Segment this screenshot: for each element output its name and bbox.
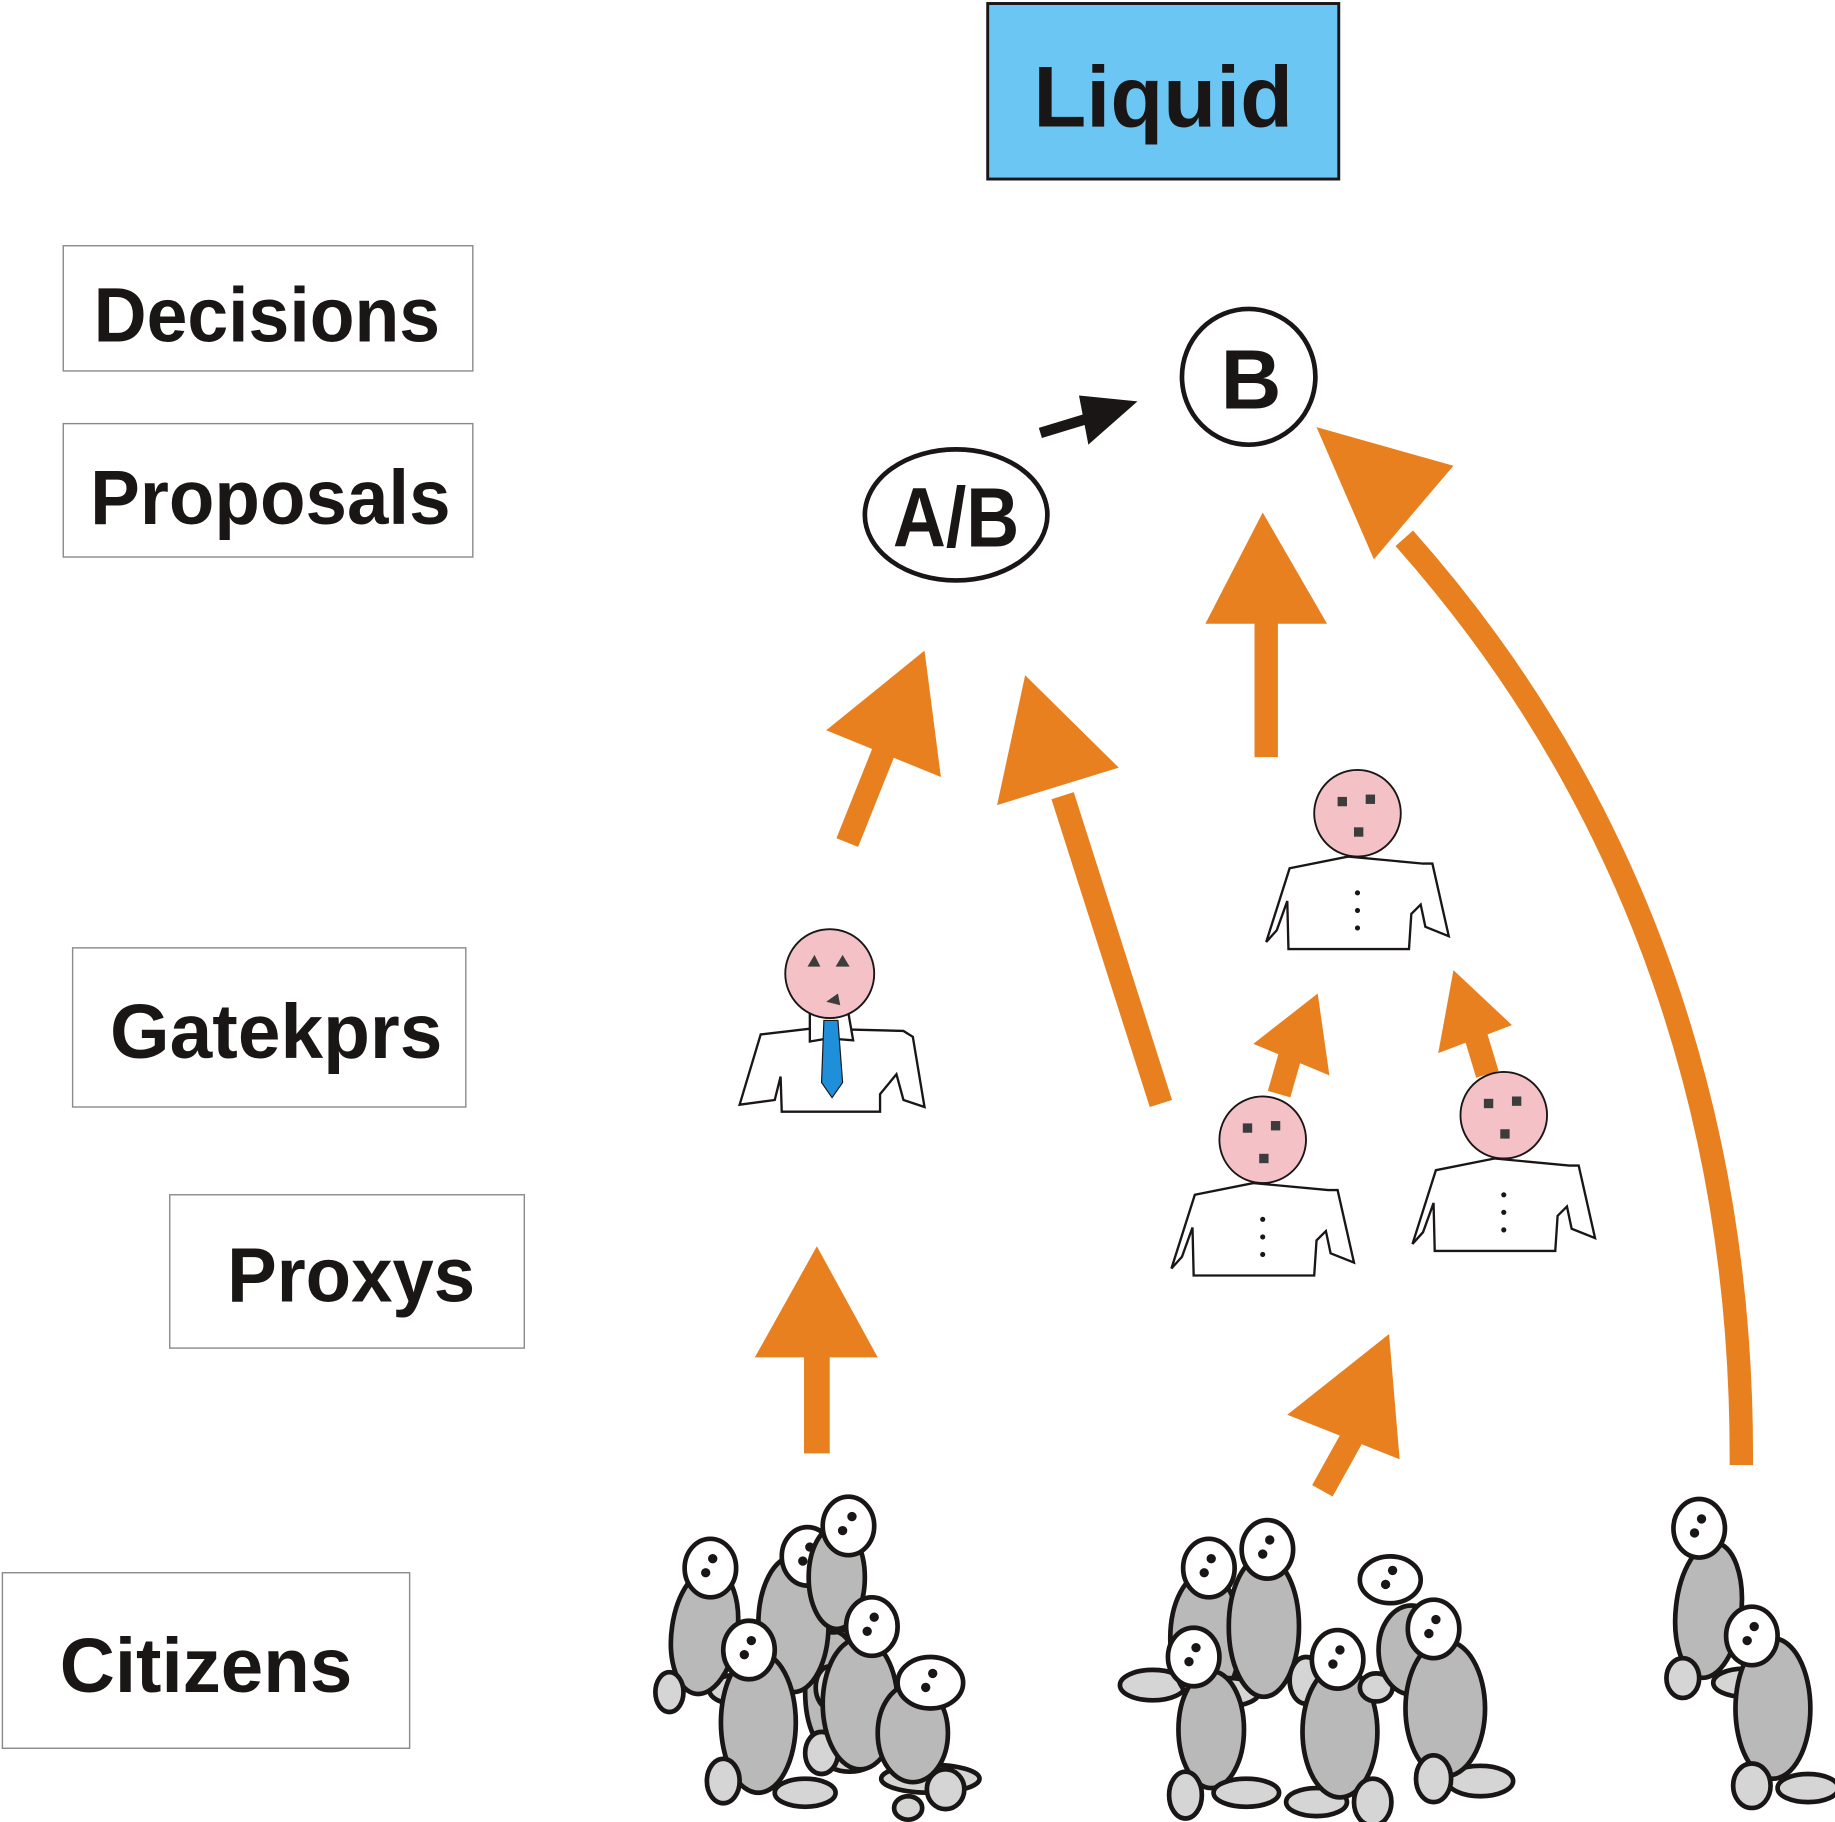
proxy-left xyxy=(1170,1095,1356,1277)
level-label-gatekeepers: Gatekprs xyxy=(71,947,467,1108)
proposal-node-label: A/B xyxy=(893,470,1019,564)
citizens-label: Citizens xyxy=(60,1623,353,1709)
citizen xyxy=(1196,1517,1325,1709)
level-label-decisions: Decisions xyxy=(62,245,474,372)
level-label-citizens: Citizens xyxy=(1,1572,411,1749)
citizen xyxy=(875,1654,967,1822)
citizens-group-right xyxy=(1664,1496,1835,1811)
proxy-shirt xyxy=(1265,855,1451,951)
orange-arrow-gatekeeper-to-proposal xyxy=(826,650,941,847)
citizen xyxy=(806,1494,877,1632)
proposal-node: A/B xyxy=(862,447,1050,583)
decision-node: B xyxy=(1179,306,1318,448)
proxy-shirt xyxy=(1411,1157,1597,1253)
title-text: Liquid xyxy=(1033,49,1293,145)
citizen xyxy=(1403,1597,1516,1805)
gatekeepers-label: Gatekprs xyxy=(110,989,442,1075)
orange-curved-arrow-citizens-to-decision xyxy=(1316,427,1754,1466)
proxy-head xyxy=(1459,1070,1549,1160)
orange-arrow-citizens-to-proxys xyxy=(1287,1334,1400,1497)
proxy-figures xyxy=(1170,769,1597,1277)
gatekeeper-figure xyxy=(737,928,926,1113)
level-label-proposals: Proposals xyxy=(62,422,474,558)
decisions-label: Decisions xyxy=(94,273,440,359)
orange-arrow-proxy-left-to-top xyxy=(1253,993,1330,1098)
citizen xyxy=(1165,1625,1282,1821)
gatekeeper-tie xyxy=(820,1019,844,1099)
citizen xyxy=(704,1618,838,1810)
proxy-head xyxy=(1313,769,1402,858)
citizen xyxy=(1283,1627,1394,1822)
black-arrow-proposal-to-decision xyxy=(1038,395,1138,445)
orange-arrow-proxy-right-to-top xyxy=(1438,970,1512,1078)
decision-node-label: B xyxy=(1221,332,1282,426)
gatekeeper-head xyxy=(784,928,876,1020)
level-label-proxys: Proxys xyxy=(169,1194,526,1349)
orange-arrow-proxy-to-proposal xyxy=(997,675,1173,1108)
proxy-right xyxy=(1411,1070,1597,1253)
orange-arrow-proxy-top-to-decision xyxy=(1205,512,1328,758)
citizen-groups xyxy=(653,1494,1835,1822)
proxy-top xyxy=(1265,769,1451,951)
proxy-head xyxy=(1218,1095,1307,1185)
proxy-shirt xyxy=(1170,1181,1356,1277)
proposals-label: Proposals xyxy=(90,455,450,541)
orange-arrow-citizens-to-gatekeeper xyxy=(754,1246,878,1454)
citizen xyxy=(1664,1496,1777,1701)
citizens-group-middle xyxy=(1117,1517,1516,1822)
citizens-group-left xyxy=(653,1494,982,1822)
title-box: Liquid xyxy=(986,2,1341,181)
citizen xyxy=(1723,1604,1835,1811)
proxys-label: Proxys xyxy=(227,1232,475,1318)
